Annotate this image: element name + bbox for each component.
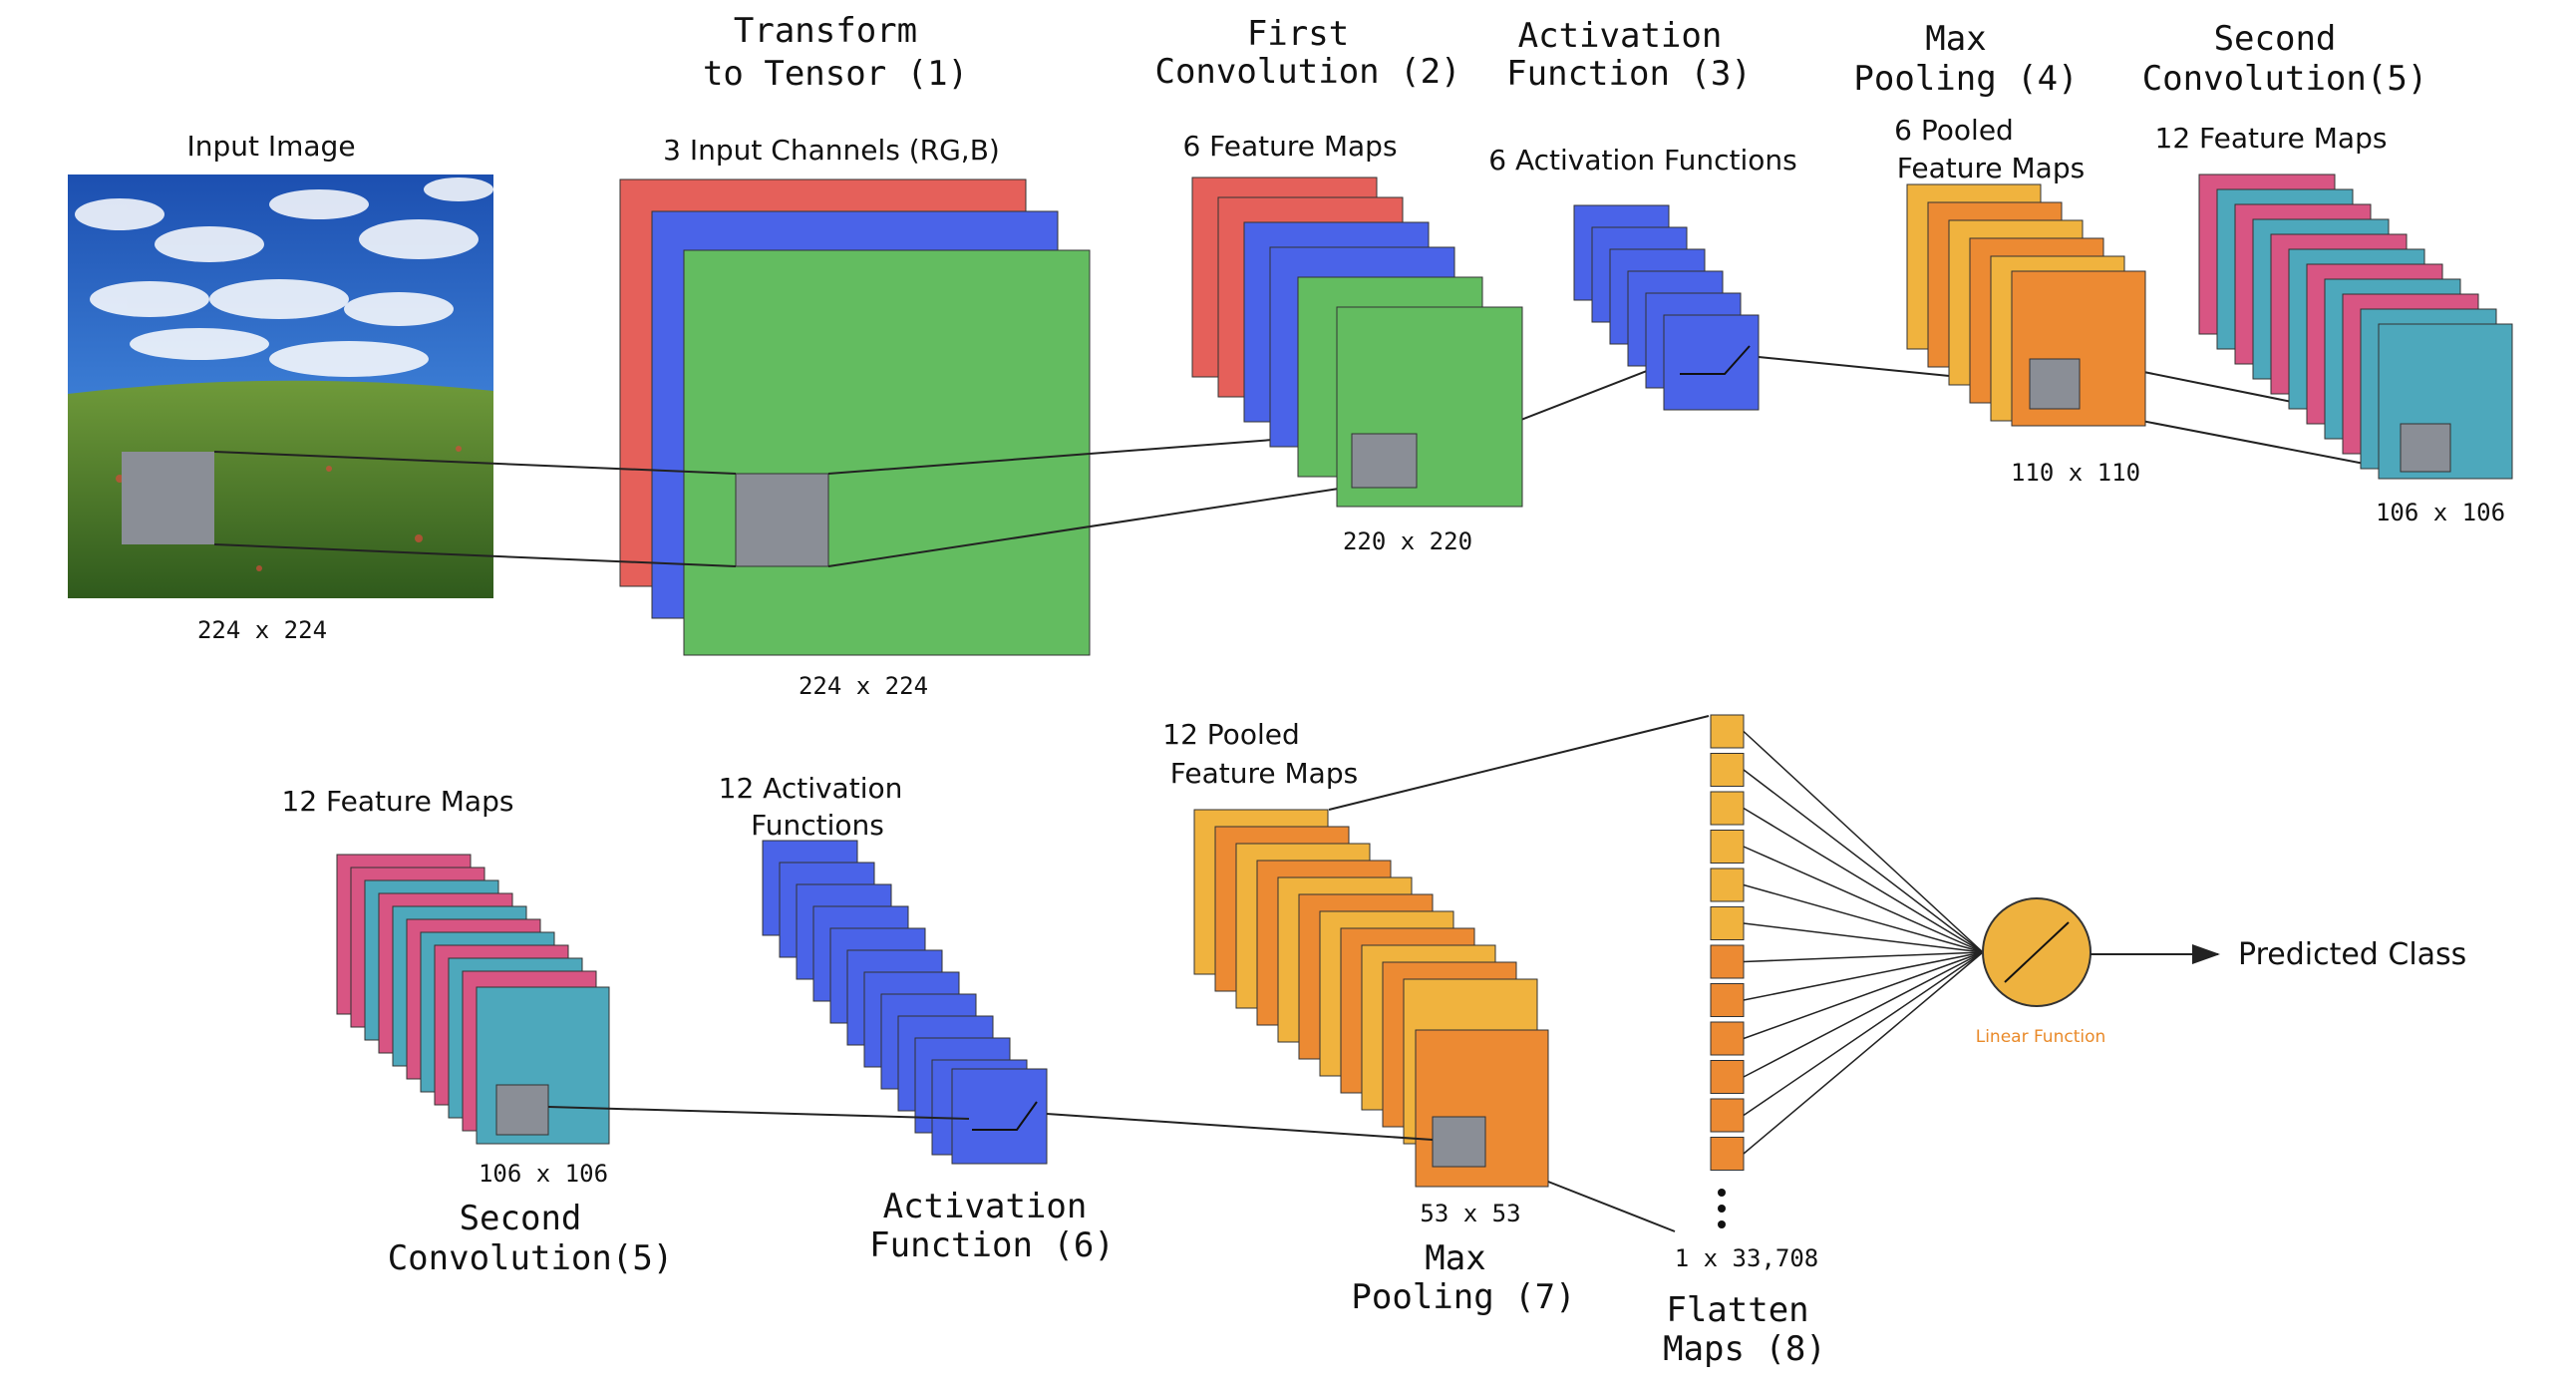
maxpool-title-line2: Pooling (4) <box>1853 59 2078 99</box>
first-conv-title-line2: Convolution (2) <box>1154 52 1460 92</box>
flatten-cell <box>1710 753 1745 787</box>
second-conv-title-line1: Second <box>2214 19 2337 59</box>
channel-green <box>683 249 1091 656</box>
flatten-cell <box>1710 1021 1745 1056</box>
activation-title-line1: Activation <box>1518 16 1723 56</box>
linear-icon <box>2004 921 2070 983</box>
input-image-size: 224 x 224 <box>197 616 327 644</box>
bottom-conv-kernel-patch <box>495 1084 549 1136</box>
activation-maps <box>1573 204 1760 411</box>
fan-line <box>1743 951 1984 1155</box>
connector-lines-bottom <box>547 715 1710 1232</box>
maxpool-size: 110 x 110 <box>2011 459 2140 487</box>
bottom-activation-title-line1: Activation <box>883 1187 1088 1226</box>
bottom-maxpool-maps <box>1193 809 1549 1188</box>
flatten-cell <box>1710 714 1745 749</box>
activation-title-line2: Function (3) <box>1506 54 1752 94</box>
flatten-title-line2: Maps (8) <box>1663 1329 1826 1369</box>
flatten-cell <box>1710 830 1745 864</box>
second-conv-title-line2: Convolution(5) <box>2142 59 2428 99</box>
second-conv-maps <box>2198 174 2513 480</box>
bottom-maxpool-title-line2: Pooling (7) <box>1351 1277 1575 1317</box>
bottom-maxpool-size: 53 x 53 <box>1420 1200 1520 1227</box>
second-conv-label: 12 Feature Maps <box>2155 122 2388 155</box>
tensor-kernel-patch <box>735 473 829 567</box>
relu-icon <box>1680 345 1751 375</box>
flatten-cell <box>1710 1098 1745 1133</box>
maxpool-title-line1: Max <box>1925 19 1986 59</box>
fan-line <box>1743 730 1984 953</box>
fan-line <box>1743 951 1984 1001</box>
conv-kernel-patch <box>1351 433 1418 489</box>
input-image-label: Input Image <box>186 130 355 163</box>
bottom-activation-label-line1: 12 Activation <box>719 772 903 805</box>
fan-line <box>1743 951 1984 963</box>
bottom-second-conv-maps <box>336 854 610 1145</box>
fan-line <box>1743 951 1984 1040</box>
bottom-activation-maps <box>762 840 1048 1165</box>
bottom-activation-label-line2: Functions <box>751 809 884 842</box>
second-conv-kernel-patch <box>2400 423 2451 473</box>
fan-line <box>1743 846 1984 953</box>
first-conv-maps <box>1191 176 1523 508</box>
flatten-cell <box>1710 868 1745 902</box>
first-conv-title-line1: First <box>1247 14 1349 54</box>
bottom-maxpool-title-line1: Max <box>1425 1238 1485 1278</box>
maxpool-maps <box>1906 183 2146 427</box>
flatten-title-line1: Flatten <box>1666 1290 1808 1330</box>
bottom-maxpool-label-line2: Feature Maps <box>1170 757 1358 790</box>
flatten-cell <box>1710 944 1745 979</box>
flatten-cell <box>1710 983 1745 1017</box>
predicted-class-label: Predicted Class <box>2238 937 2466 972</box>
transform-size: 224 x 224 <box>799 672 928 700</box>
transform-channels-label: 3 Input Channels (RG,B) <box>663 134 1000 167</box>
fan-line <box>1743 883 1984 953</box>
transform-title-line2: to Tensor (1) <box>703 54 968 94</box>
linear-function-label: Linear Function <box>1976 1027 2106 1047</box>
flatten-vector <box>1710 714 1745 1171</box>
input-kernel-patch <box>122 452 214 544</box>
first-conv-label: 6 Feature Maps <box>1182 130 1397 163</box>
bottom-pool-kernel-patch <box>1432 1116 1486 1168</box>
pool-kernel-patch <box>2029 358 2081 410</box>
second-conv-size: 106 x 106 <box>2376 499 2505 526</box>
maxpool-label-line2: Feature Maps <box>1897 152 2085 184</box>
bottom-second-conv-size: 106 x 106 <box>479 1160 608 1188</box>
flatten-cell <box>1710 1060 1745 1094</box>
bottom-maxpool-label-line1: 12 Pooled <box>1162 718 1299 751</box>
first-conv-size: 220 x 220 <box>1343 527 1472 555</box>
bottom-second-conv-label: 12 Feature Maps <box>282 785 514 818</box>
fan-line <box>1743 807 1984 953</box>
fan-line <box>1743 951 1984 1078</box>
flatten-cell <box>1710 906 1745 940</box>
flatten-size: 1 x 33,708 <box>1675 1244 1819 1272</box>
fan-in-lines <box>1743 730 1984 1155</box>
bottom-second-conv-title-line2: Convolution(5) <box>388 1238 674 1278</box>
bottom-second-conv-title-line1: Second <box>460 1199 582 1238</box>
fan-line <box>1743 951 1984 1117</box>
flatten-cell <box>1710 1137 1745 1171</box>
activation-label: 6 Activation Functions <box>1488 144 1796 176</box>
fan-line <box>1743 769 1984 953</box>
maxpool-label-line1: 6 Pooled <box>1894 114 2014 147</box>
flatten-ellipsis <box>1718 1189 1726 1228</box>
bottom-relu-icon <box>972 1101 1038 1131</box>
bottom-activation-title-line2: Function (6) <box>869 1225 1115 1265</box>
input-image <box>68 174 493 598</box>
fan-line <box>1743 922 1984 953</box>
flatten-cell <box>1710 791 1745 826</box>
transform-title-line1: Transform <box>734 11 917 51</box>
